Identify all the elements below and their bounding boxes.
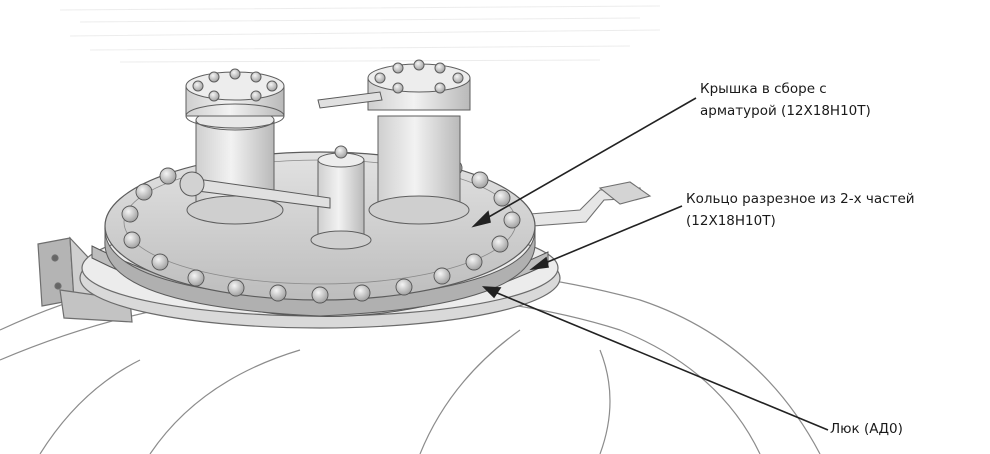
callout-hatch-line1: Люк (АД0) <box>830 421 903 437</box>
callout-hatch-label: Люк (АД0) <box>830 418 903 440</box>
callout-cover-label: Крышка в сборе с арматурой (12Х18Н10Т) <box>700 78 871 122</box>
valve-handle <box>179 91 383 209</box>
callout-cover-line2: арматурой (12Х18Н10Т) <box>700 103 871 119</box>
background-noise <box>59 5 661 63</box>
left-valve-fitting <box>185 68 285 225</box>
leader-lines <box>471 97 829 431</box>
callout-ring-line2: (12Х18Н10Т) <box>686 213 776 229</box>
right-valve-fitting <box>367 59 471 225</box>
callout-cover-line1: Крышка в сборе с <box>700 81 827 97</box>
right-pipe <box>529 181 652 227</box>
callout-ring-label: Кольцо разрезное из 2-х частей (12Х18Н10… <box>686 188 915 232</box>
callout-ring-line1: Кольцо разрезное из 2-х частей <box>686 191 915 207</box>
center-valve-fitting <box>310 145 372 250</box>
